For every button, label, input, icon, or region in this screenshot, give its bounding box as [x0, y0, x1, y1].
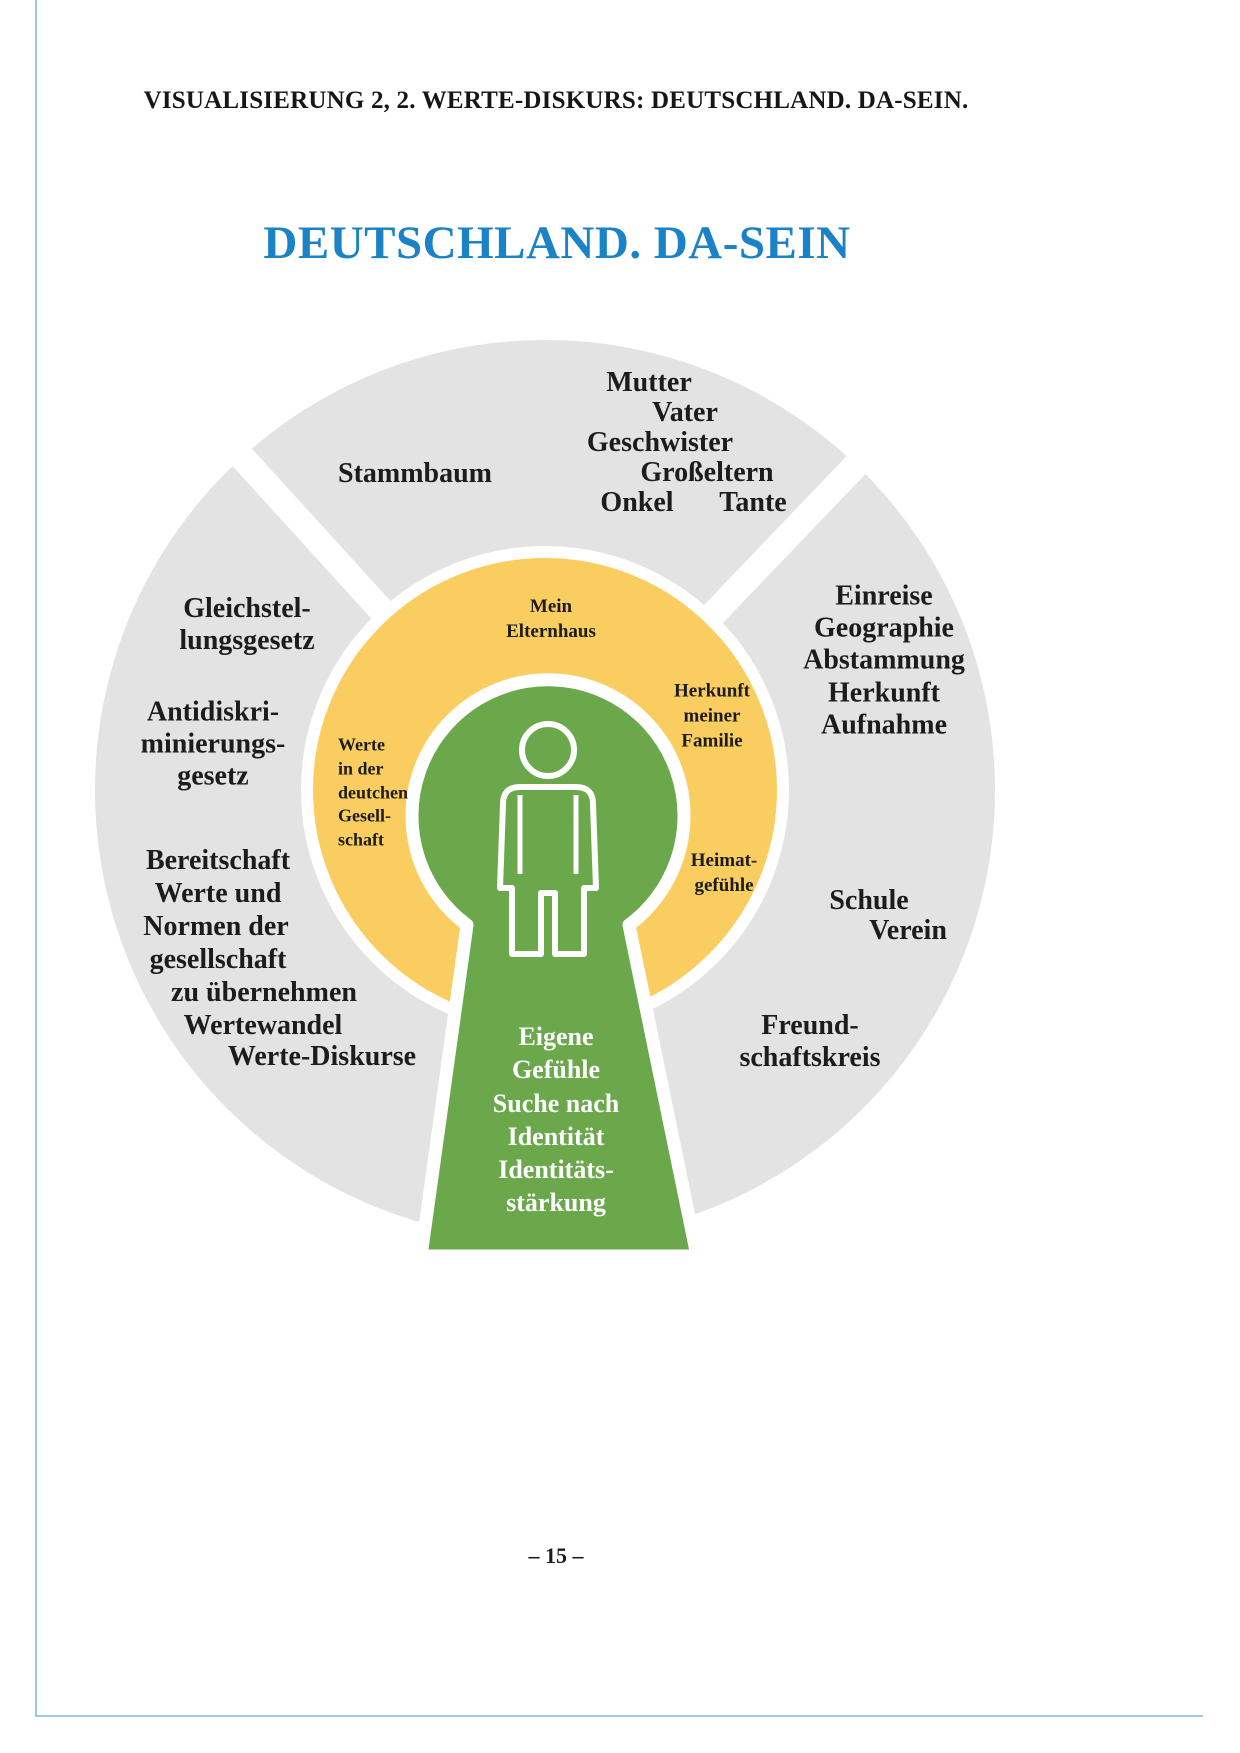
label-wertewandel: Wertewandel: [183, 1009, 343, 1041]
label-bereitschaft-line5: zu übernehmen: [171, 976, 357, 1008]
label-onkel: Onkel: [600, 486, 674, 518]
label-bereitschaft-line3: Normen der: [143, 910, 289, 942]
person-icon: [497, 721, 599, 957]
label-identity-text: Eigene Gefühle Suche nach Identität Iden…: [492, 1022, 620, 1218]
label-mein-elternhaus: Mein Elternhaus: [506, 595, 596, 642]
keyhole-shape: [405, 673, 704, 1263]
page-header: VISUALISIERUNG 2, 2. WERTE-DISKURS: DEUT…: [143, 87, 969, 114]
label-gleichstellungsgesetz: Gleichstel- lungsgesetz: [179, 592, 315, 656]
label-geschwister: Geschwister: [586, 426, 734, 458]
page-frame-bottom: [35, 1715, 1203, 1717]
label-mutter: Mutter: [606, 366, 692, 398]
page-title: DEUTSCHLAND. DA-SEIN: [263, 217, 851, 269]
label-herkunft-familie: Herkunft meiner Familie: [674, 680, 750, 752]
label-tante: Tante: [719, 486, 787, 518]
label-freundschaftskreis: Freund- schaftskreis: [739, 1009, 881, 1073]
label-einreise-block: Einreise Geographie Abstammung Herkunft …: [803, 580, 965, 741]
page-number: – 15 –: [528, 1543, 584, 1568]
person-body: [497, 784, 599, 957]
page-frame-left: [35, 0, 37, 1717]
label-verein: Verein: [869, 914, 947, 946]
label-bereitschaft-line4: gesellschaft: [149, 943, 287, 975]
label-bereitschaft-line1: Bereitschaft: [145, 844, 291, 876]
label-stammbaum: Stammbaum: [337, 457, 493, 489]
label-grosseltern: Großeltern: [640, 456, 774, 488]
label-werte-gesellschaft: Werte in der deutchen Gesell- schaft: [338, 734, 409, 850]
label-vater: Vater: [652, 396, 718, 428]
label-werte-diskurse: Werte-Diskurse: [227, 1040, 417, 1072]
person-head: [519, 721, 577, 779]
label-bereitschaft-line2: Werte und: [154, 877, 282, 909]
label-heimatgefuehle: Heimat- gefühle: [690, 849, 758, 896]
label-schule: Schule: [829, 884, 909, 916]
label-antidiskriminierungsgesetz: Antidiskri- minierungs- gesetz: [140, 696, 286, 793]
